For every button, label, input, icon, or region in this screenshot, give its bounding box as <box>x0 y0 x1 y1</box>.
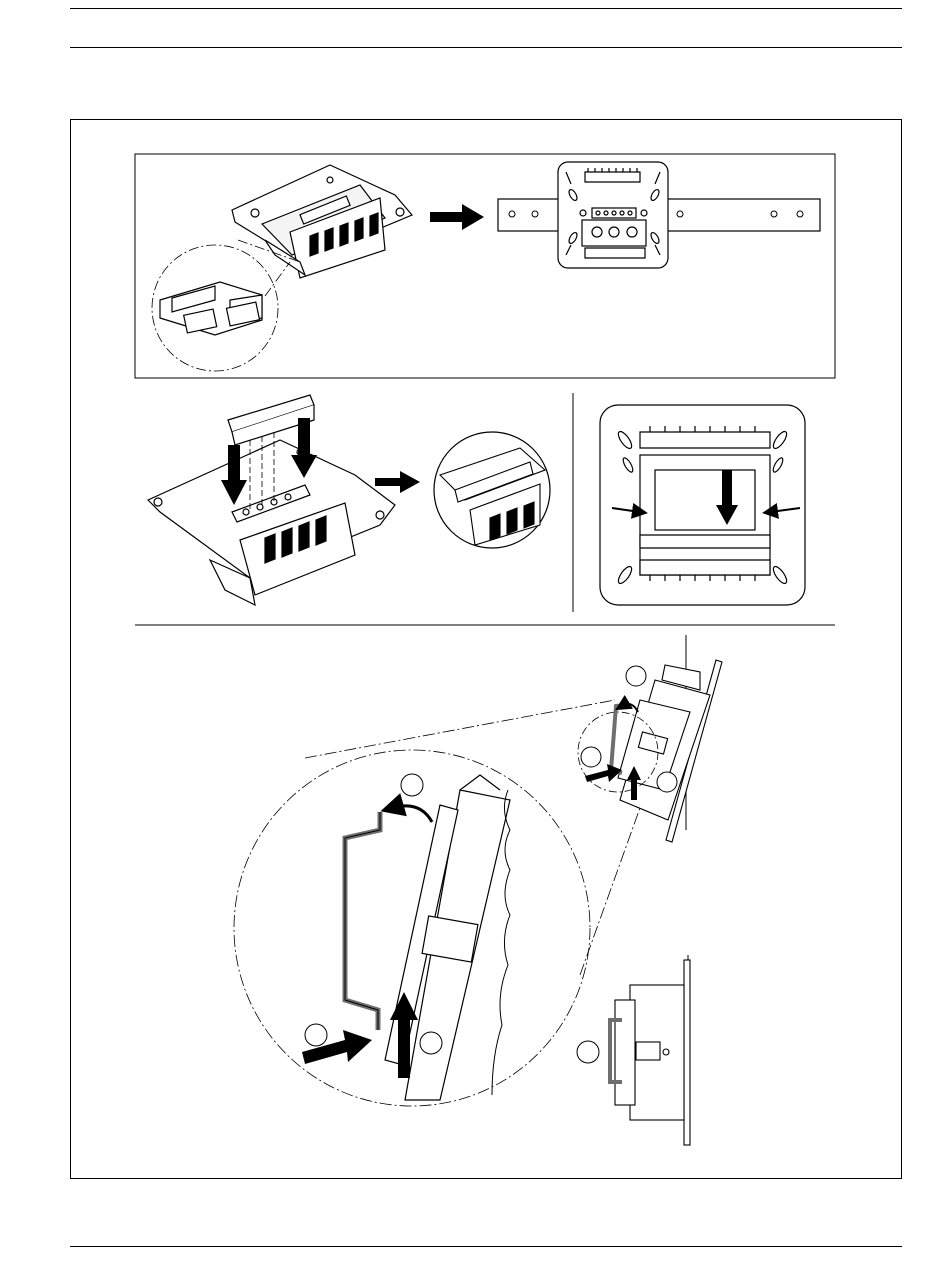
callout-circle-icon <box>626 666 646 686</box>
magnifier-circle-icon <box>234 750 590 1106</box>
magnifier-circle-icon <box>152 240 300 371</box>
right-arrow-icon <box>430 204 484 230</box>
callout-circle-icon <box>581 747 601 767</box>
right-arrow-icon <box>375 471 420 493</box>
panel-din-rail-mounting <box>135 154 835 378</box>
magnifier-circle-icon <box>434 432 550 548</box>
callout-circle-icon <box>420 1032 442 1054</box>
module-base-icon <box>232 165 412 278</box>
module-base-icon <box>148 440 395 605</box>
din-rail-icon <box>345 812 380 1030</box>
module-top-view <box>600 405 805 605</box>
callout-circle-icon <box>305 1024 327 1046</box>
panel-terminal-cover <box>135 393 835 625</box>
panel-rail-hook-detail <box>234 635 722 1145</box>
callout-circle-icon <box>577 1041 599 1063</box>
module-side-view-mounted <box>615 955 690 1145</box>
module-front-view <box>558 162 668 268</box>
callout-circle-icon <box>401 774 423 796</box>
callout-circle-icon <box>657 772 677 792</box>
curved-arrow-icon <box>392 806 432 822</box>
